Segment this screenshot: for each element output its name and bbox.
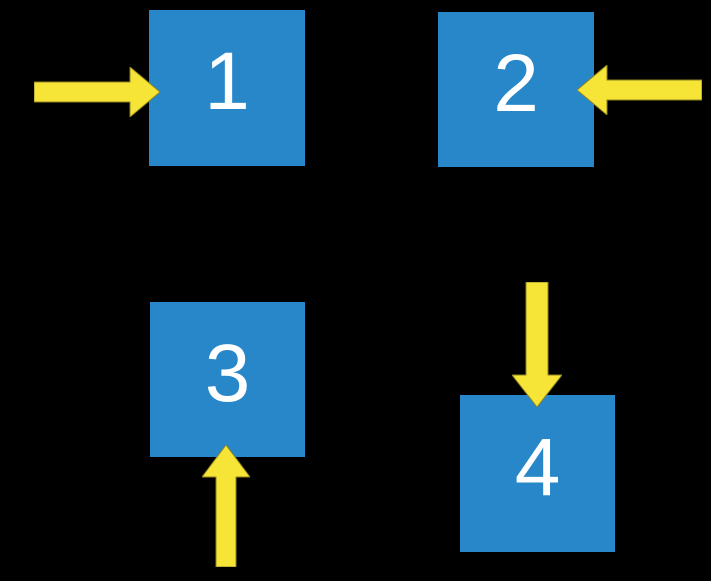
target-square-1[interactable]: 1	[149, 10, 305, 166]
square-2-label: 2	[493, 37, 539, 129]
target-square-3[interactable]: 3	[150, 302, 305, 457]
square-4-label: 4	[514, 421, 561, 513]
target-square-4[interactable]: 4	[460, 395, 615, 552]
square-3-label: 3	[204, 327, 251, 419]
square-1-label: 1	[204, 36, 250, 127]
arrow-left-icon	[577, 65, 702, 115]
arrow-down-icon	[512, 282, 562, 407]
arrow-right-icon	[34, 67, 160, 117]
target-square-2[interactable]: 2	[438, 12, 594, 167]
arrow-up-icon	[202, 445, 250, 567]
